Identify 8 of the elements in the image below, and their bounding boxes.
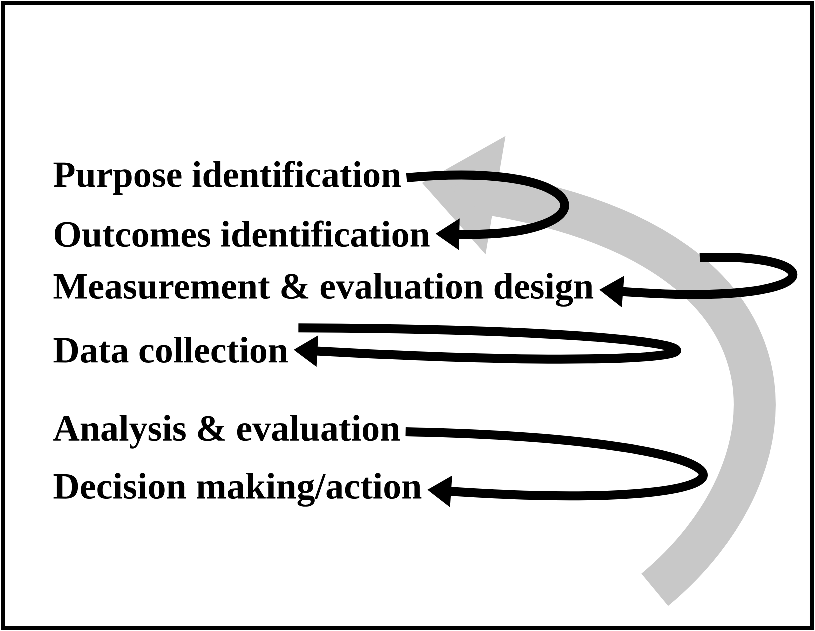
step-label: Analysis & evaluation: [54, 415, 400, 449]
step-label: Data collection: [54, 336, 288, 363]
curved-arrow: [406, 170, 569, 250]
step-label: Outcomes identification: [55, 220, 430, 248]
curved-arrow: [406, 428, 707, 508]
step-label: Purpose identification: [54, 161, 402, 195]
step-label: Measurement & evaluation design: [54, 273, 594, 307]
step-label: Decision making/action: [54, 473, 422, 507]
